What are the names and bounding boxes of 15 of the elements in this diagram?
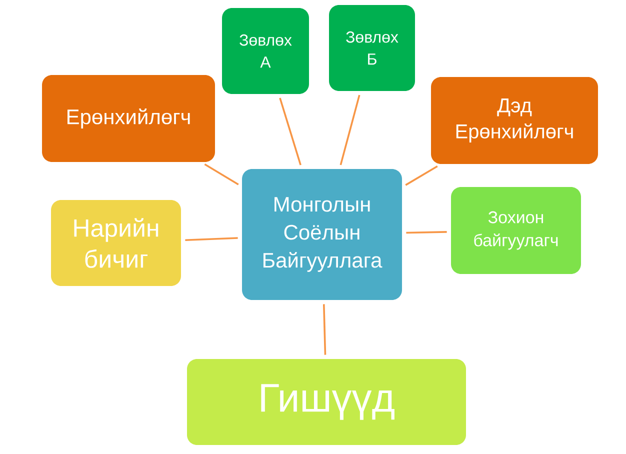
connector-line (405, 165, 438, 186)
connector-line (340, 94, 360, 166)
connector-line (279, 98, 302, 166)
connector-line (406, 231, 447, 234)
role-box: Зохион байгуулагч (451, 187, 581, 274)
connector-line (204, 163, 239, 186)
connector-line (322, 304, 326, 355)
role-box: Ерөнхийлөгч (42, 75, 215, 162)
connector-line (185, 237, 238, 242)
role-box: Зөвлөх Б (329, 5, 415, 91)
role-box: Зөвлөх А (222, 8, 309, 94)
members-box: Гишүүд (187, 359, 466, 445)
organization-box: Монголын Соёлын Байгууллага (242, 169, 402, 300)
role-box: Дэд Ерөнхийлөгч (431, 77, 598, 164)
role-box: Нарийн бичиг (51, 200, 181, 286)
